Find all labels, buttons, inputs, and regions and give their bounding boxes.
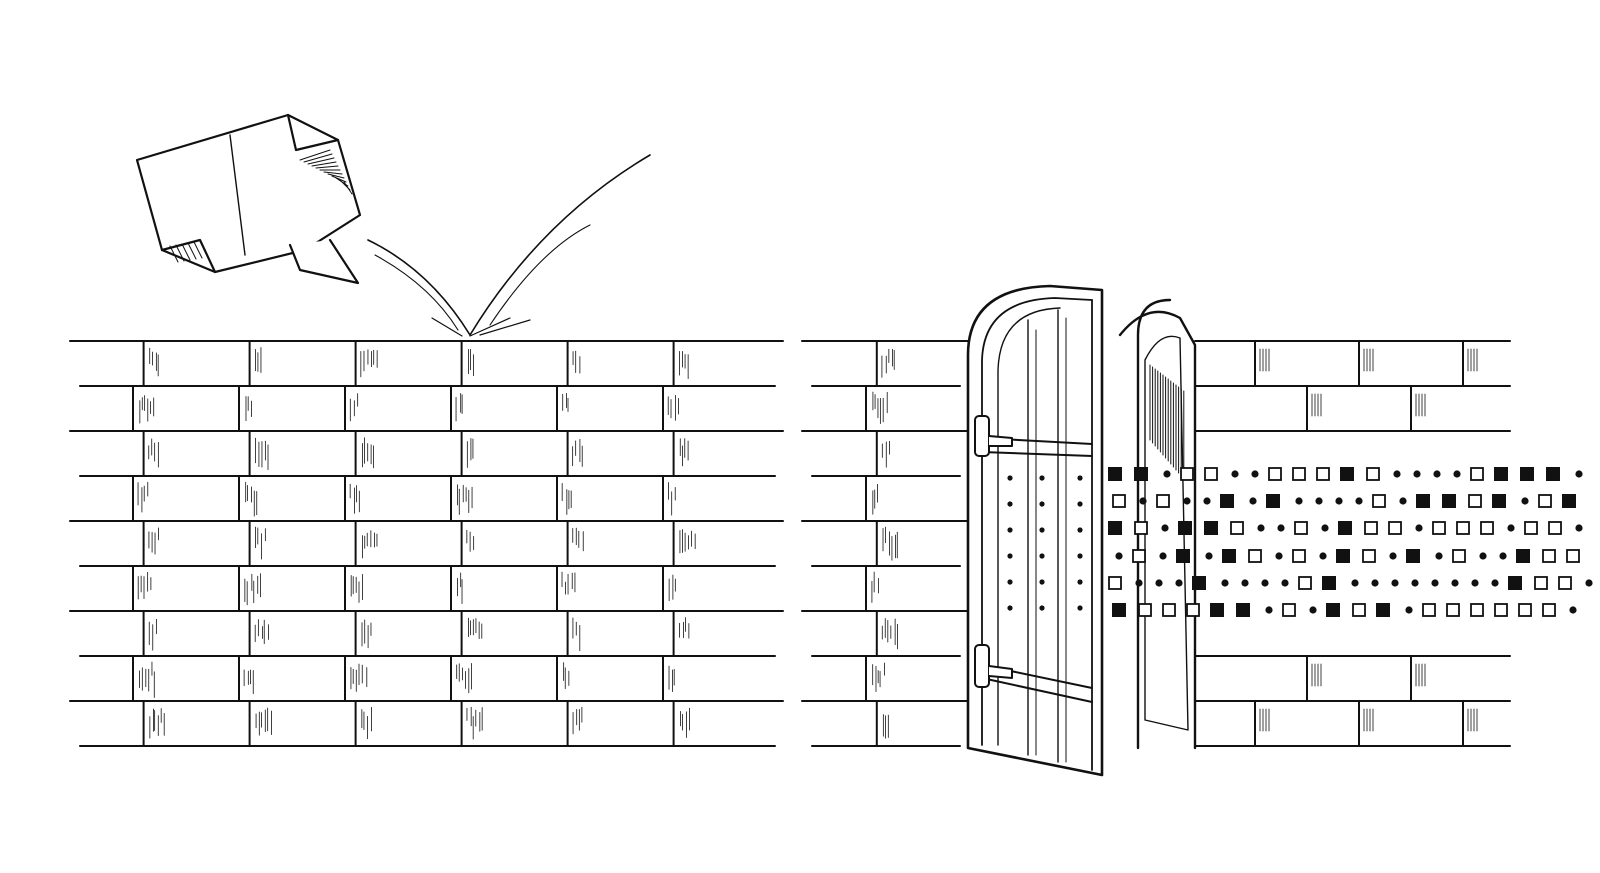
right-brick-wall: [801, 340, 1511, 747]
gate-archway: [1118, 298, 1197, 750]
bounce-trajectory: [367, 154, 651, 337]
open-gate-icon: [966, 284, 1104, 777]
data-stream-icon: [1108, 467, 1593, 617]
folded-speech-bubble-icon: [135, 113, 362, 285]
left-brick-wall: [69, 340, 784, 747]
bottom-hinge-icon: [974, 644, 990, 688]
top-hinge-icon: [974, 415, 990, 457]
